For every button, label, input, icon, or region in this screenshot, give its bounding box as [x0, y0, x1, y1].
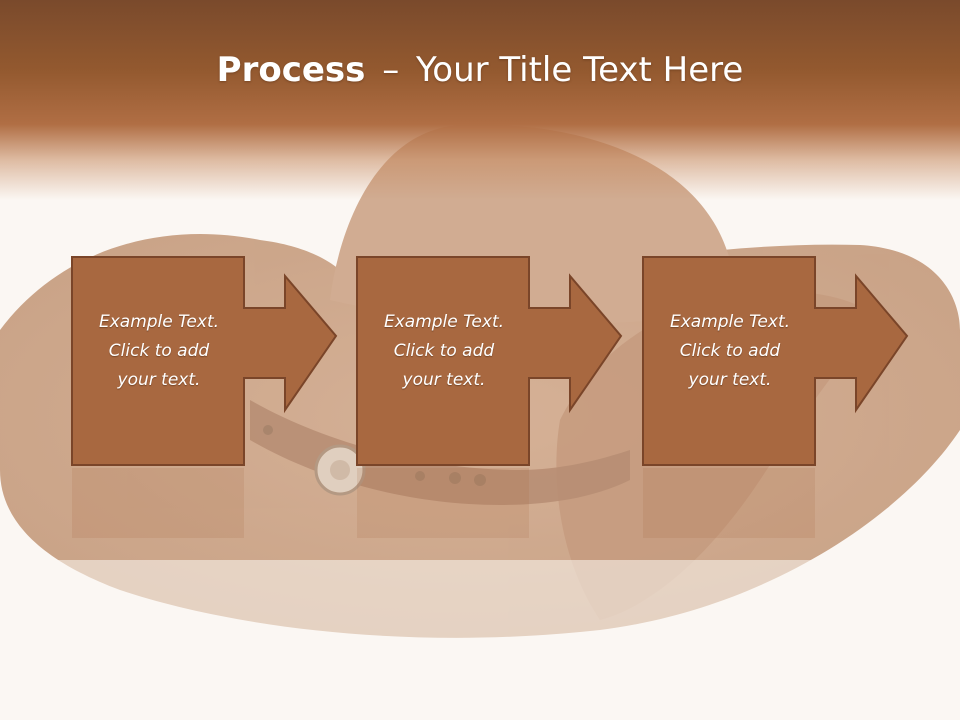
- process-step-1[interactable]: Example Text. Click to add your text.: [71, 256, 338, 467]
- step-text-line: Click to add: [393, 341, 495, 361]
- process-step-3[interactable]: Example Text. Click to add your text.: [642, 256, 909, 467]
- slide-title[interactable]: Process – Your Title Text Here: [0, 50, 960, 90]
- step-text-line: Example Text.: [669, 312, 791, 332]
- step-2-text[interactable]: Example Text. Click to add your text.: [364, 308, 524, 395]
- step-text-line: your text.: [117, 370, 201, 390]
- step-text-line: your text.: [688, 370, 772, 390]
- title-bold-text: Process: [216, 50, 366, 90]
- step-text-line: Click to add: [679, 341, 781, 361]
- step-2-box-arrow-shape: [356, 256, 623, 466]
- step-1-text[interactable]: Example Text. Click to add your text.: [79, 308, 239, 395]
- step-text-line: Example Text.: [383, 312, 505, 332]
- step-text-line: Example Text.: [98, 312, 220, 332]
- title-band: [0, 0, 960, 200]
- step-3-text[interactable]: Example Text. Click to add your text.: [650, 308, 810, 395]
- step-text-line: your text.: [402, 370, 486, 390]
- step-1-box-arrow-shape: [71, 256, 338, 466]
- title-dash: –: [382, 50, 400, 90]
- step-3-box-arrow-shape: [642, 256, 909, 466]
- title-subtitle-text: Your Title Text Here: [416, 50, 744, 90]
- process-step-2[interactable]: Example Text. Click to add your text.: [356, 256, 623, 467]
- step-3-reflection: [643, 468, 815, 538]
- step-2-reflection: [357, 468, 529, 538]
- step-1-reflection: [72, 468, 244, 538]
- step-text-line: Click to add: [108, 341, 210, 361]
